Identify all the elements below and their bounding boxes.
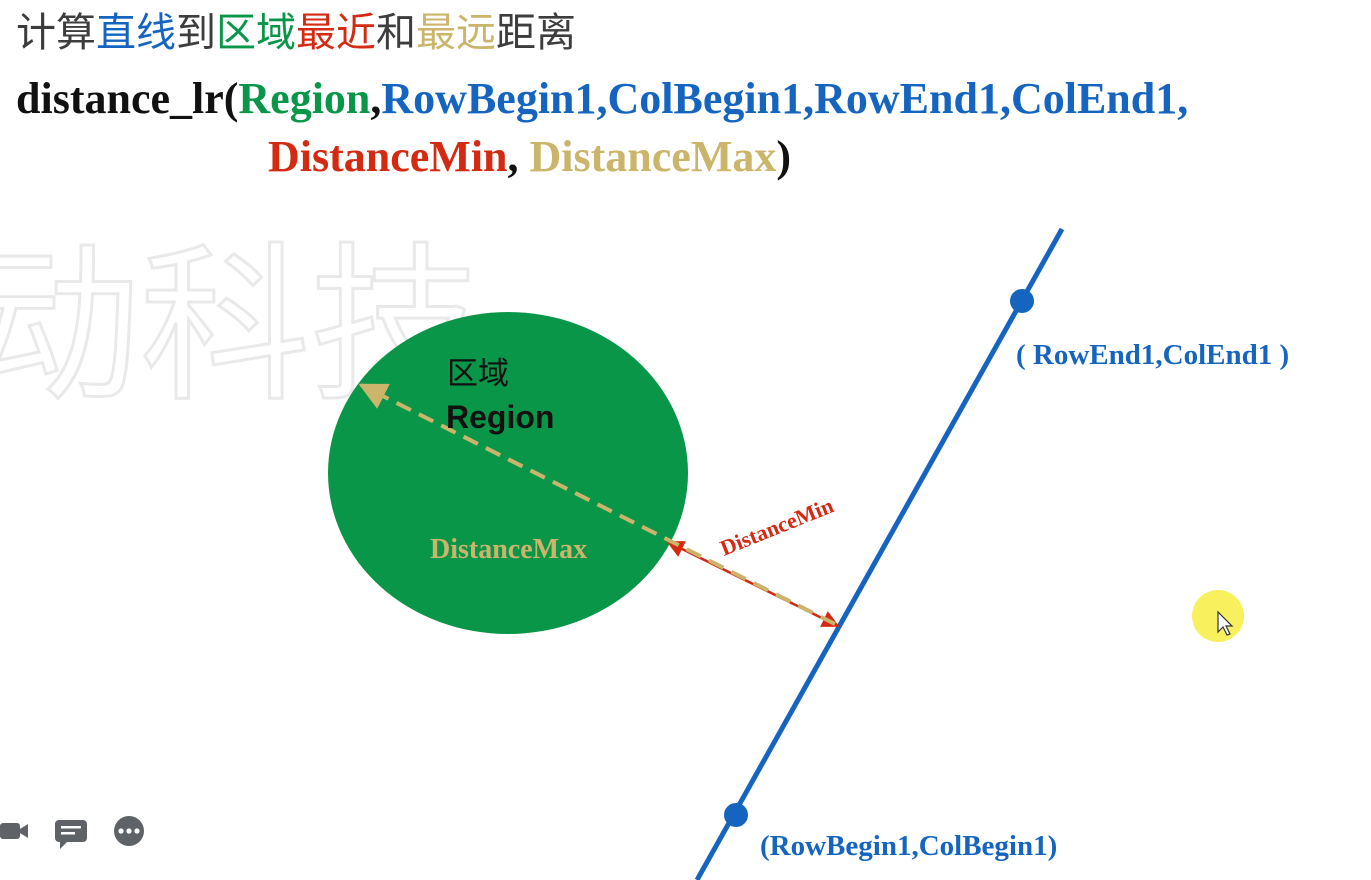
begin-point-label: (RowBegin1,ColBegin1)	[760, 830, 1057, 862]
line-segment	[694, 227, 1065, 880]
end-point-label: ( RowEnd1,ColEnd1 )	[1016, 339, 1289, 371]
title-part-7: 最远	[416, 10, 496, 56]
title-part-2: 直线	[96, 10, 176, 56]
region-label-cn: 区域	[447, 356, 509, 391]
function-name: distance_lr(	[16, 74, 239, 123]
function-signature-line-2: DistanceMin, DistanceMax)	[268, 131, 791, 183]
camera-icon[interactable]	[0, 823, 28, 839]
title-part-6: 和	[376, 10, 416, 56]
title-part-5: 最近	[296, 10, 376, 56]
title-part-8: 距离	[496, 10, 576, 56]
mouse-cursor-icon	[1217, 610, 1234, 636]
title-part-3: 到	[176, 10, 216, 56]
chat-icon[interactable]	[55, 820, 87, 849]
page-title: 计算直线到区域最近和最远距离	[16, 8, 576, 58]
param-separator-2: ,	[507, 132, 530, 181]
begin-point-marker	[724, 803, 748, 827]
region-label-en: Region	[446, 399, 554, 435]
param-distance-min: DistanceMin	[268, 132, 508, 181]
param-region: Region	[238, 74, 371, 123]
end-point-marker	[1010, 289, 1034, 313]
more-icon[interactable]	[114, 816, 144, 846]
distance-max-label: DistanceMax	[430, 534, 587, 565]
distance-min-label: DistanceMin	[717, 493, 837, 561]
distance-max-arrow	[358, 383, 836, 626]
title-part-1: 计算	[16, 10, 96, 56]
closing-paren: )	[776, 132, 792, 181]
param-line-coords: RowBegin1,ColBegin1,RowEnd1,ColEnd1,	[381, 74, 1189, 123]
player-controls	[0, 816, 144, 849]
region-shape	[328, 312, 688, 634]
param-distance-max: DistanceMax	[529, 132, 777, 181]
function-signature-line-1: distance_lr(Region,RowBegin1,ColBegin1,R…	[16, 73, 1188, 125]
param-separator: ,	[370, 74, 382, 123]
title-part-4: 区域	[216, 10, 296, 56]
